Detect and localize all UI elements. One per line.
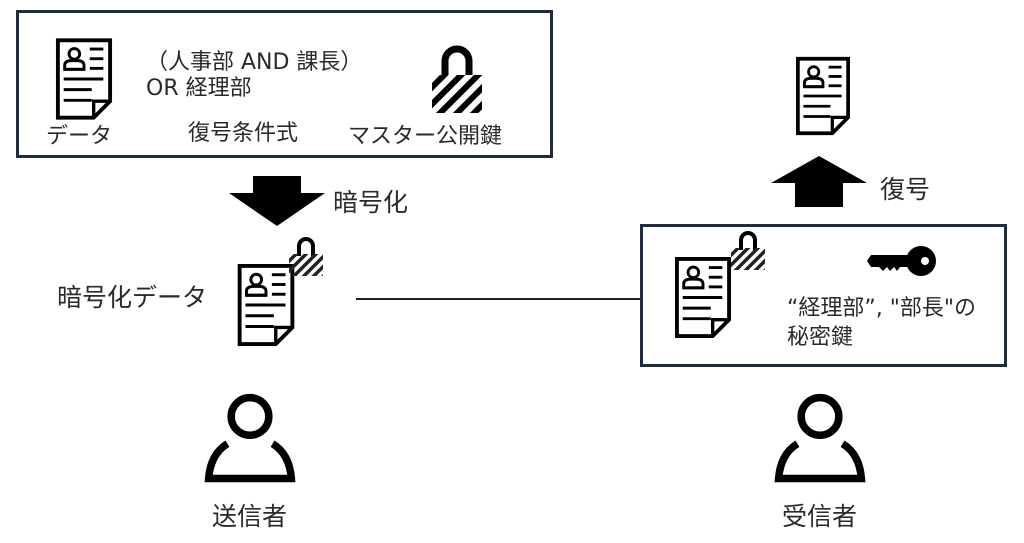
master-public-key-label: マスター公開鍵 [348,124,503,149]
hatched-lock-icon [432,45,482,113]
receiver-person-icon [773,392,867,486]
data-label: データ [46,124,113,149]
secret-key-label: “経理部”, "部長"の 秘密鍵 [787,294,976,352]
encrypt-label: 暗号化 [333,188,409,217]
secret-key-label-line-2: 秘密鍵 [787,325,854,350]
key-icon [867,246,936,276]
small-hatched-lock-icon [289,237,323,276]
small-hatched-lock-icon [731,231,765,270]
condition-label: 復号条件式 [188,121,299,146]
decrypted-document-icon [792,56,854,136]
arrow-down-icon [229,176,325,226]
condition-line-2: OR 経理部 [146,76,252,101]
arrow-up-icon [771,156,867,207]
sender-person-icon [203,392,297,486]
decrypt-label: 復号 [880,175,931,204]
sender-label: 送信者 [212,502,288,531]
decryption-condition-expression: （人事部 AND 課長） OR 経理部 [146,50,362,102]
secret-key-label-line-1: “経理部”, "部長"の [787,296,977,321]
received-document-icon [673,256,733,339]
condition-line-1: （人事部 AND 課長） [146,50,363,75]
transfer-arrow [356,292,667,306]
document-icon [55,37,113,121]
receiver-label: 受信者 [782,502,858,531]
encrypted-data-label: 暗号化データ [57,283,208,312]
